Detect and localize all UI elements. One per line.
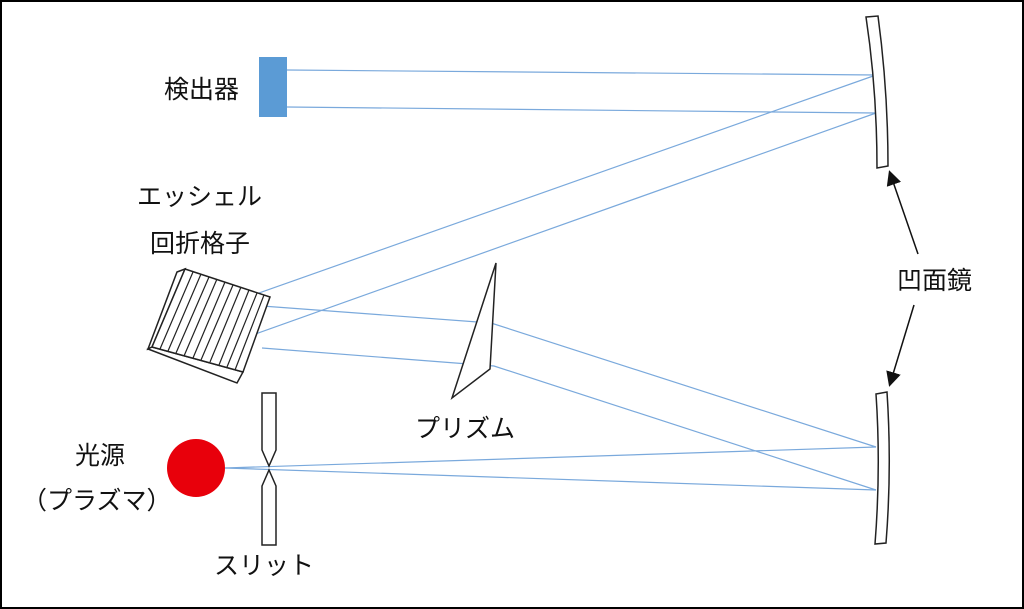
label-prism: プリズム [415,414,515,443]
prism [450,262,497,401]
label-detector: 検出器 [164,75,239,104]
arrow-to-bottom-mirror [886,304,915,387]
detector [259,57,287,117]
label-source-line1: 光源 [75,441,125,470]
concave-mirror-bottom [874,391,891,545]
label-echelle-line2: 回折格子 [150,229,250,258]
label-concave-mirror: 凹面鏡 [897,266,972,295]
concave-mirror-top [865,15,889,169]
echelle-grating [146,267,271,384]
slit [261,392,277,546]
label-slit: スリット [214,551,314,580]
label-echelle-line1: エッシェル [137,182,262,211]
arrow-to-top-mirror [886,170,919,255]
light-source [167,439,225,497]
label-source-line2: （プラズマ） [22,486,172,515]
